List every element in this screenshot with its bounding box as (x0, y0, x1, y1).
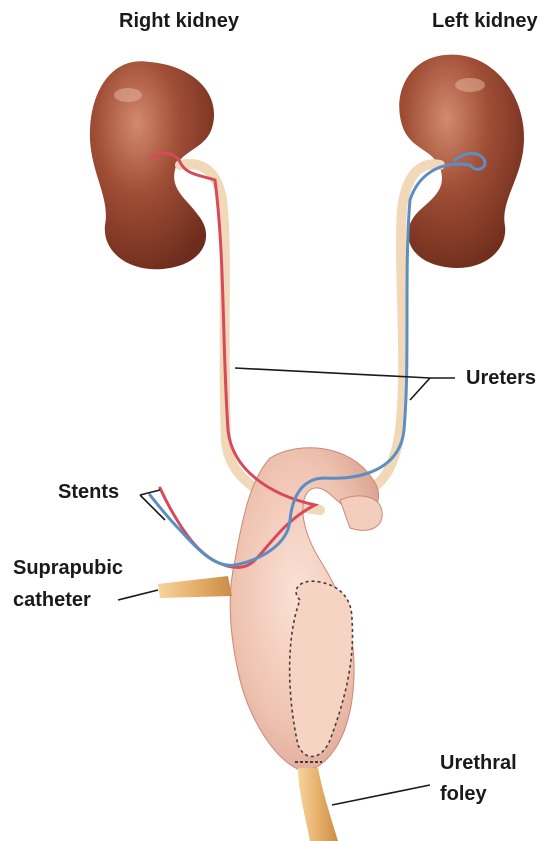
label-stents: Stents (58, 481, 119, 503)
label-right-kidney: Right kidney (119, 10, 240, 32)
label-ureters: Ureters (466, 367, 536, 389)
label-left-kidney: Left kidney (432, 10, 538, 32)
urethral-foley (295, 762, 338, 841)
label-urethral: Urethral (440, 752, 517, 774)
label-suprapubic: Suprapubic (13, 557, 123, 579)
label-foley: foley (440, 783, 488, 805)
left-kidney (399, 55, 524, 268)
label-catheter: catheter (13, 589, 91, 611)
suprapubic-catheter (158, 576, 232, 598)
